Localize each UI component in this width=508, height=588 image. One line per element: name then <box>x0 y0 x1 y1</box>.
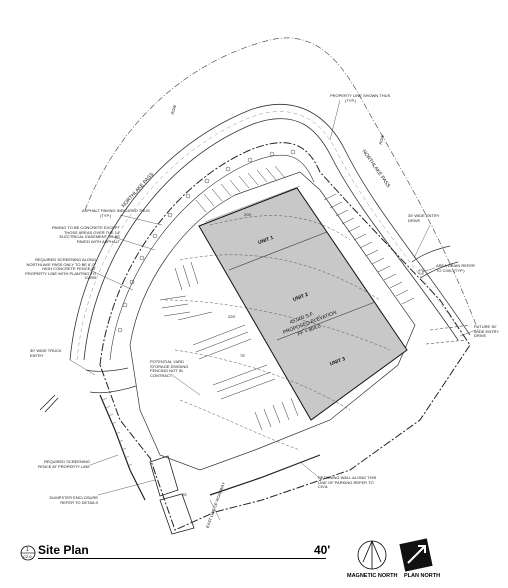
row-label-west: ROW <box>170 104 177 115</box>
title-bubble: 1 C2.0 <box>20 545 36 561</box>
east-entry-drive <box>411 245 459 279</box>
curb-line <box>109 154 315 361</box>
area-drain-typ: (TYP.) <box>453 267 465 273</box>
area-drain-text: AREA DRAIN REFER TO CIVIL <box>436 264 475 273</box>
leader-lines <box>69 99 477 521</box>
screening-fence-west <box>99 394 146 501</box>
magnetic-north-label: MAGNETIC NORTH <box>347 573 398 579</box>
callout-entry-east: 30' WIDE ENTRY DRIVE <box>408 214 440 223</box>
dimension-lines <box>204 185 321 331</box>
callout-property-line-typ: (TYP.) <box>345 98 357 103</box>
plan-north-icon <box>399 538 433 572</box>
landscape-strip <box>117 149 296 333</box>
road-centerline <box>76 111 465 361</box>
unit-3-label: UNIT 3 <box>329 356 346 367</box>
callout-screening-northlake: REQUIRED SCREENING ALONG NORTHLAKE PASS … <box>25 258 96 281</box>
dim-label-4: 25' <box>182 492 187 497</box>
road-name-west: NORTHLAKE PASS <box>121 171 156 209</box>
paved-lot-outline <box>129 171 416 471</box>
callout-future-entry: FUTURE 30' WIDE ENTRY DRIVE <box>474 325 499 339</box>
parking-stalls-east <box>323 193 415 305</box>
unit-divider-2 <box>276 301 376 341</box>
truck-marker <box>39 394 59 413</box>
callout-asphalt: ASPHALT PAVING INDICATED THUS <box>82 208 150 213</box>
callout-yard-storage: POTENTIAL YARD STORAGE DIVIDING FENCING … <box>150 360 189 378</box>
unit-1-label: UNIT 1 <box>257 235 274 246</box>
contour-lines <box>164 215 391 451</box>
dim-label-1: 200' <box>244 212 252 217</box>
road-edge-inner <box>83 118 459 361</box>
callout-screening-fence: REQUIRED SCREENING FENCE AT PROPERTY LIN… <box>37 460 90 469</box>
future-entry-drive <box>425 324 471 345</box>
screening-hatch <box>102 397 133 467</box>
unit-2-label: UNIT 2 <box>292 292 309 303</box>
sheet-scale: 40' <box>314 543 331 557</box>
callout-retaining-wall: RETAINING WALL ALONG THIS LINE OF PARKIN… <box>318 476 377 490</box>
property-line <box>99 142 471 531</box>
row-label-east: ROW <box>378 134 385 145</box>
dumpster-enclosure <box>149 455 195 535</box>
right-of-way-line <box>84 37 479 331</box>
callout-property-line: PROPERTY LINE SHOWN THUS <box>330 93 391 98</box>
building-footprint <box>198 187 408 421</box>
magnetic-north-icon <box>357 540 387 570</box>
title-ref: C2.0 <box>23 554 32 559</box>
callout-area-drain: AREA DRAIN REFER TO CIVIL (TYP.) <box>436 264 478 273</box>
road-edge-outer <box>69 104 471 361</box>
dim-label-3: 75' <box>240 353 245 358</box>
parking-stalls-west <box>159 261 299 431</box>
parking-stalls-north <box>195 165 286 213</box>
callout-dumpster: DUMPSTER ENCLOSURE REFER TO DETAILS <box>49 496 98 505</box>
area-drain-symbol <box>418 269 424 275</box>
callout-east-line: EAST LINE OF ROADWAY <box>205 481 226 528</box>
truck-entry <box>85 367 137 394</box>
callout-truck-entry: 30' WIDE TRUCK ENTRY <box>30 349 62 358</box>
callout-asphalt-typ: (TYP.) <box>100 213 112 218</box>
callout-concrete: PAVING TO BE CONCRETE EXCEPT THOSE AREAS… <box>51 226 120 244</box>
title-number: 1 <box>26 547 29 553</box>
unit-divider-1 <box>228 231 328 271</box>
sheet-title: Site Plan <box>38 543 89 557</box>
title-underline <box>38 558 326 559</box>
dim-label-2: 225' <box>228 314 236 319</box>
retaining-wall <box>209 454 321 496</box>
road-name-east: NORTHLAKE PASS <box>361 149 392 190</box>
plan-north-label: PLAN NORTH <box>404 573 441 579</box>
